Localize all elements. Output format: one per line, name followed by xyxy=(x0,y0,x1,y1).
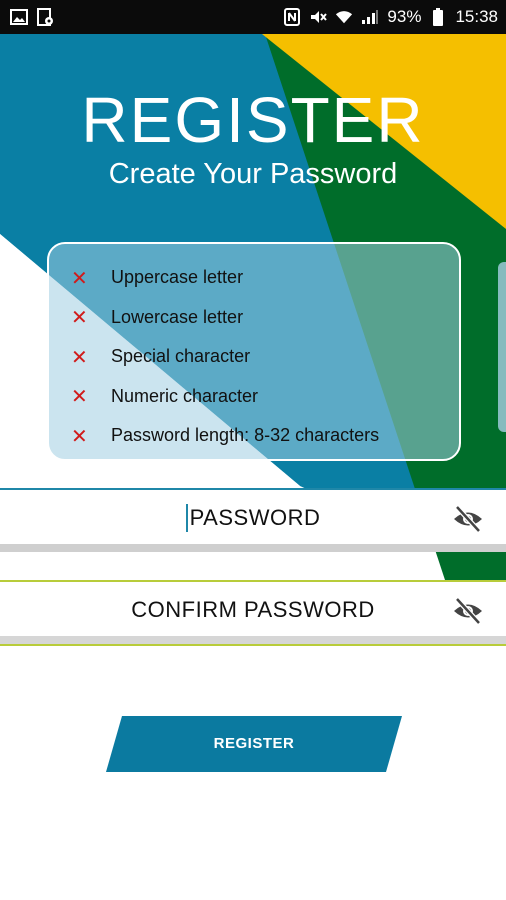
page-title: REGISTER xyxy=(81,84,425,156)
confirm-password-field[interactable]: CONFIRM PASSWORD xyxy=(0,580,506,638)
register-button[interactable]: REGISTER xyxy=(106,716,402,772)
x-icon: ✕ xyxy=(71,384,88,409)
requirements-list: ✕ Uppercase letter ✕ Lowercase letter ✕ … xyxy=(71,258,379,456)
x-icon: ✕ xyxy=(71,305,88,330)
nfc-icon xyxy=(283,8,301,26)
requirement-label: Lowercase letter xyxy=(111,306,244,327)
page-subtitle: Create Your Password xyxy=(108,158,398,190)
image-icon xyxy=(10,8,28,26)
text-caret xyxy=(185,504,188,532)
battery-percent: 93% xyxy=(387,7,422,26)
eye-off-icon[interactable] xyxy=(452,504,484,534)
x-icon: ✕ xyxy=(71,265,88,290)
register-button-label: REGISTER xyxy=(213,735,295,752)
confirm-password-placeholder: CONFIRM PASSWORD xyxy=(131,597,375,622)
requirement-label: Uppercase letter xyxy=(111,267,244,288)
requirement-length: ✕ Password length: 8-32 characters xyxy=(71,416,379,456)
yellow-shape xyxy=(262,34,506,229)
password-field-shadow xyxy=(0,544,506,552)
requirement-label: Special character xyxy=(111,346,251,367)
status-bar-left xyxy=(10,8,54,26)
requirement-label: Password length: 8-32 characters xyxy=(111,425,380,446)
status-bar: 93% 15:38 xyxy=(0,0,506,34)
x-icon: ✕ xyxy=(71,344,88,369)
wifi-icon xyxy=(335,8,353,26)
battery-icon xyxy=(429,8,447,26)
x-icon: ✕ xyxy=(71,423,88,448)
requirement-special: ✕ Special character xyxy=(71,337,379,377)
side-card-edge xyxy=(498,262,506,432)
status-bar-right: 93% 15:38 xyxy=(283,7,498,27)
password-placeholder: PASSWORD xyxy=(189,505,321,530)
register-button-shape xyxy=(106,716,402,772)
clock-time: 15:38 xyxy=(455,7,498,26)
signal-icon xyxy=(361,8,379,26)
requirement-uppercase: ✕ Uppercase letter xyxy=(71,258,379,298)
eye-off-icon[interactable] xyxy=(452,596,484,626)
password-field[interactable]: PASSWORD xyxy=(0,488,506,546)
confirm-field-shadow xyxy=(0,636,506,646)
requirement-numeric: ✕ Numeric character xyxy=(71,377,379,417)
requirement-label: Numeric character xyxy=(111,385,259,406)
mute-icon xyxy=(309,8,328,26)
settings-sim-icon xyxy=(36,8,54,26)
password-requirements-card: ✕ Uppercase letter ✕ Lowercase letter ✕ … xyxy=(47,242,461,461)
requirement-lowercase: ✕ Lowercase letter xyxy=(71,298,379,338)
